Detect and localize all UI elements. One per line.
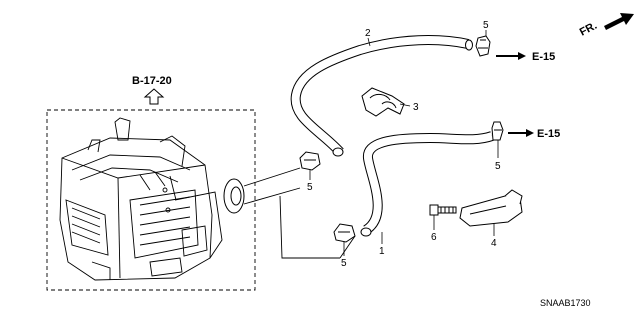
callout-3: 3	[413, 102, 419, 113]
up-arrow-icon	[143, 88, 165, 105]
arrow-right-icon	[496, 52, 526, 60]
hose-clamp-3	[361, 87, 405, 117]
callout-5-lower: 5	[341, 258, 347, 269]
clip-5-right	[491, 121, 504, 141]
clip-5-mid	[299, 151, 321, 171]
callout-4: 4	[491, 238, 497, 249]
front-direction-label: FR.	[578, 20, 599, 39]
heater-unit-frame	[46, 109, 256, 291]
water-hose-1	[360, 131, 494, 237]
clip-5-lower	[333, 223, 356, 243]
callout-leaders	[309, 30, 499, 256]
arrow-right-icon	[508, 129, 534, 137]
connection-ref-lower: E-15	[537, 128, 560, 140]
water-hose-2	[290, 35, 473, 157]
reference-group-label: B-17-20	[132, 75, 172, 87]
heater-unit	[59, 117, 223, 281]
callout-5-right: 5	[495, 161, 501, 172]
leader-lines	[243, 167, 356, 259]
callout-5-mid: 5	[307, 182, 313, 193]
callout-1: 1	[379, 246, 385, 257]
diagram-code: SNAAB1730	[540, 298, 591, 308]
clip-5-top	[475, 35, 491, 57]
arrow-right-icon	[604, 13, 634, 30]
callout-5-top: 5	[483, 20, 489, 31]
bracket-4	[459, 189, 523, 227]
callout-2: 2	[365, 28, 371, 39]
callout-6: 6	[431, 232, 437, 243]
grommet	[223, 178, 245, 214]
front-direction-indicator: FR.	[578, 13, 634, 39]
bolt-6	[429, 204, 457, 216]
connection-ref-upper: E-15	[532, 51, 555, 63]
